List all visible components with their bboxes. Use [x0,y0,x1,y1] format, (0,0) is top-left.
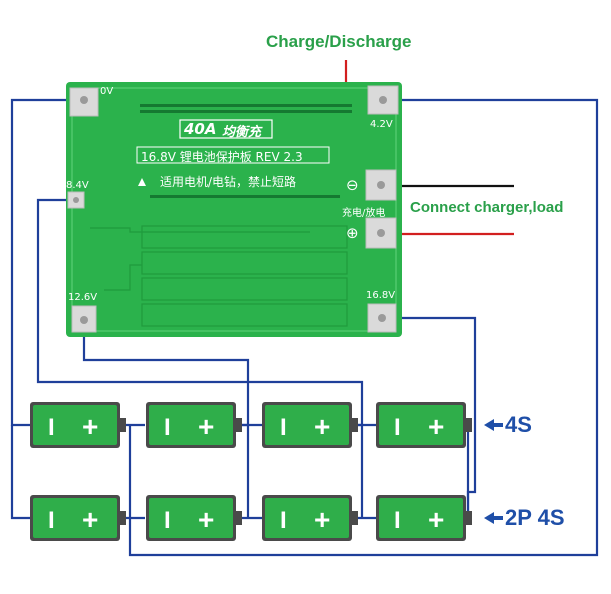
battery-cells: I+I+I+I+I+I+I+I+ [30,402,472,541]
arrow-2p4s-icon [484,512,494,524]
board-minus-symbol: ⊖ [346,176,359,194]
board-rating: 40A [184,120,217,138]
cell-minus-mark: I [164,507,171,534]
pad-label-4-2v: 4.2V [370,119,393,130]
battery-cell-2-1: I+ [30,495,126,541]
board-traces [90,225,348,327]
pad-label-0v: 0V [100,86,114,97]
battery-cell-1-3: I+ [262,402,358,448]
pads [67,85,399,333]
cell-minus-mark: I [280,414,287,441]
row-label-2p4s: 2P 4S [505,505,565,530]
cell-minus-mark: I [48,414,55,441]
pad-label-16-8v: 16.8V [366,290,396,301]
cell-plus-mark: + [428,504,444,535]
diagram-title: Charge/Discharge [266,32,412,51]
board-model-line: 16.8V 锂电池保护板 REV 2.3 [141,150,303,164]
battery-cell-1-1: I+ [30,402,126,448]
battery-cell-2-2: I+ [146,495,242,541]
board-port-label: 充电/放电 [342,208,386,219]
model-box [136,146,330,164]
battery-cell-1-4: I+ [376,402,472,448]
cell-minus-mark: I [48,507,55,534]
board-brand: 均衡充 [222,125,262,140]
cell-minus-mark: I [280,507,287,534]
pad-label-8-4v: 8.4V [66,180,89,191]
cell-plus-mark: + [198,504,214,535]
wire-0v [10,98,82,427]
cell-minus-mark: I [394,507,401,534]
cell-plus-mark: + [314,504,330,535]
wire-4-2v [128,98,599,557]
row-arrows [484,419,503,524]
connect-label: Connect charger,load [410,199,564,216]
bms-board [66,82,402,337]
cell-minus-mark: I [164,414,171,441]
rating-box [179,119,273,139]
battery-cell-2-4: I+ [376,495,472,541]
cell-plus-mark: + [428,411,444,442]
cell-minus-mark: I [394,414,401,441]
battery-cell-2-3: I+ [262,495,358,541]
board-body [66,82,402,337]
cell-plus-mark: + [314,411,330,442]
board-dots [140,104,352,198]
pad-minus [365,169,397,201]
warning-triangle-icon [138,178,146,186]
cell-plus-mark: + [82,411,98,442]
battery-cell-1-2: I+ [146,402,242,448]
row-label-4s: 4S [505,412,532,437]
pad-label-12-6v: 12.6V [68,292,98,303]
board-inner-border [71,87,397,332]
wire-0v-row2 [10,425,30,520]
cell-plus-mark: + [82,504,98,535]
board-plus-symbol: ⊕ [346,224,359,242]
board-warning-line: 适用电机/电钻，禁止短路 [160,175,297,189]
arrow-4s-icon [484,419,494,431]
cell-plus-mark: + [198,411,214,442]
